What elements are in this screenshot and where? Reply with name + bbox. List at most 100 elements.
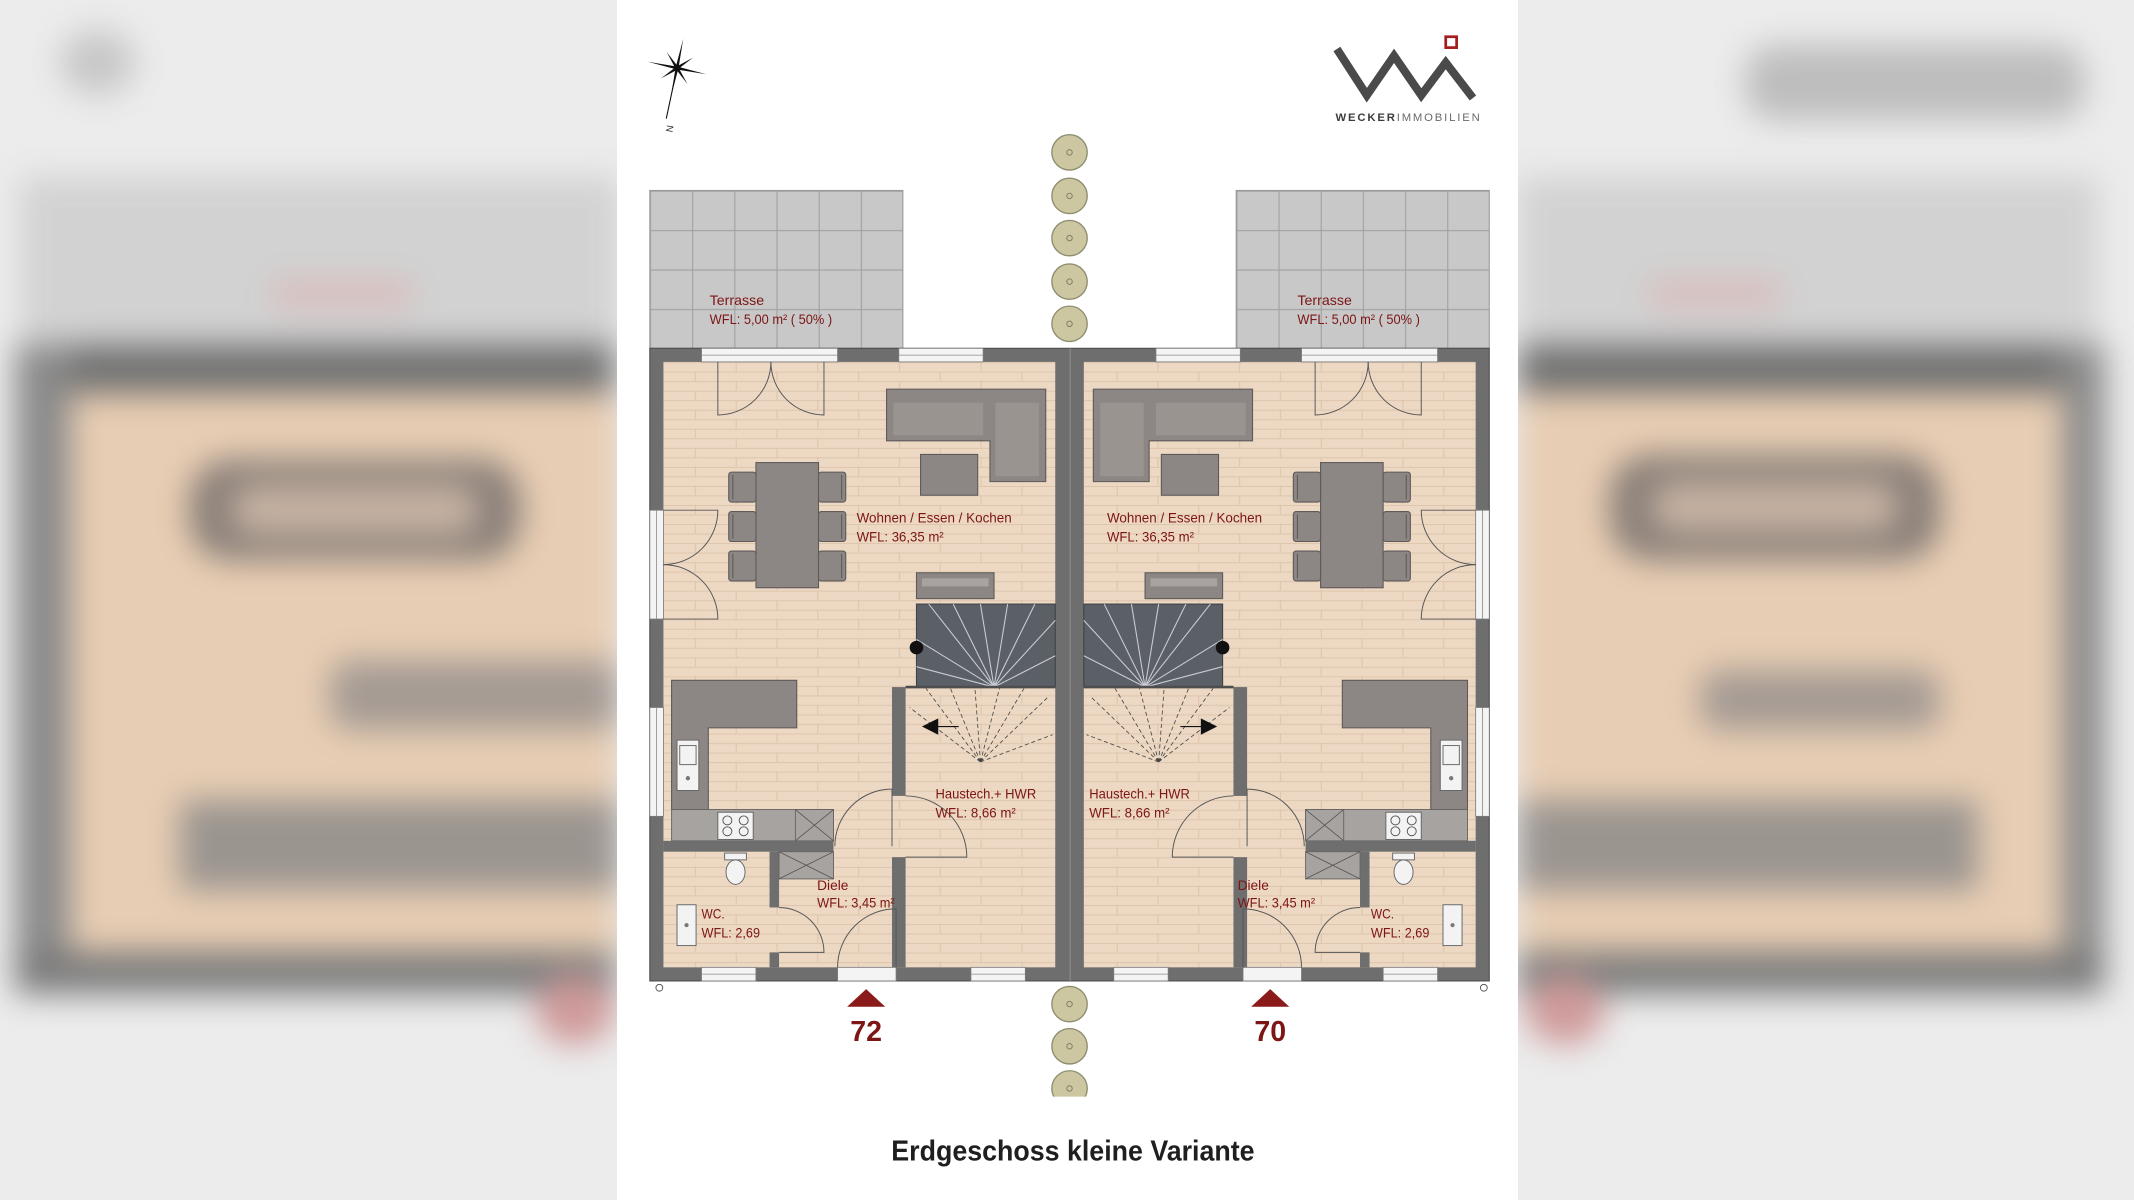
living-room-name: Wohnen / Essen / Kochen — [1107, 510, 1262, 525]
entrance-door-leaf — [837, 908, 897, 968]
wc-name: WC. — [1371, 906, 1394, 921]
backdrop-blob — [20, 177, 620, 347]
chair — [728, 550, 757, 582]
backdrop-blob — [230, 485, 480, 535]
chair — [817, 511, 847, 543]
wc-washbasin-tap — [684, 923, 689, 928]
terrace-right — [1235, 189, 1490, 349]
kitchen-sink-basin — [679, 745, 697, 766]
interior-wall — [891, 857, 906, 968]
hall-area: WFL: 3,45 m² — [817, 895, 895, 910]
terrace-left — [649, 189, 904, 349]
stair-start-dot — [909, 640, 924, 655]
backdrop-blob — [1745, 45, 2085, 120]
backdrop-blob — [1518, 952, 2103, 994]
terrace-area: WFL: 5,00 m² ( 50% ) — [710, 312, 832, 327]
sofa-seat — [893, 402, 984, 436]
house-number: 72 — [850, 1016, 882, 1048]
unit-right-geometry — [1082, 346, 1491, 983]
tree — [1051, 1070, 1088, 1097]
tree — [1051, 177, 1088, 215]
wc-area: WFL: 2,69 — [1371, 925, 1430, 940]
plan-caption: Erdgeschoss kleine Variante — [891, 1136, 1254, 1168]
tree-center — [1066, 149, 1073, 156]
tree-center — [1066, 192, 1073, 200]
compass-needle — [665, 67, 678, 119]
logo-word-bold: WECKER — [1336, 112, 1395, 124]
stair-tread-lines — [916, 603, 1056, 688]
window-glass-lines — [656, 354, 1026, 975]
logo-word-light: IMMOBILIEN — [1397, 112, 1480, 124]
logo-dot — [1444, 35, 1458, 49]
tree — [1051, 305, 1088, 343]
backdrop-blob — [330, 660, 620, 730]
dining-table — [755, 462, 820, 589]
entrance-marker-icon — [1251, 989, 1290, 1007]
compass-north-label: N — [664, 124, 676, 133]
hall-name: Diele — [1238, 878, 1269, 893]
coffee-table — [920, 453, 979, 496]
windows — [649, 347, 1026, 982]
backdrop-blob — [535, 975, 615, 1045]
backdrop-blob — [1518, 345, 2103, 393]
kitchen-faucet — [685, 776, 691, 781]
chair-backrests — [732, 474, 843, 579]
backdrop-blob — [1650, 280, 1780, 308]
corner-marker — [1479, 983, 1488, 992]
stove — [717, 811, 754, 840]
stair-upper-flight-dashed — [909, 688, 1053, 763]
utility-door-leaf — [905, 795, 968, 858]
tree-center — [1066, 234, 1073, 242]
hall-name: Diele — [817, 878, 848, 893]
tree-center — [1066, 278, 1073, 285]
entrance-marker-icon — [847, 989, 886, 1007]
unit-left-geometry — [649, 347, 1056, 982]
staircase-winder — [915, 603, 1056, 688]
backdrop-blob — [1525, 975, 1605, 1045]
stove-burner — [738, 815, 749, 826]
hall-area: WFL: 3,45 m² — [1238, 895, 1316, 910]
interior-wall — [891, 687, 906, 796]
backdrop-blob — [15, 345, 70, 985]
tree-center — [1066, 320, 1073, 328]
terrace-door-leaf — [717, 361, 772, 416]
sideboard-top — [921, 578, 989, 587]
terrace-door-leaf — [770, 361, 825, 416]
living-room-area: WFL: 36,35 m² — [1107, 529, 1195, 544]
hedge-row-bottom — [1051, 985, 1088, 1097]
backdrop-blob — [1518, 800, 1978, 890]
side-door-leaf — [663, 509, 719, 566]
backdrop-blob — [180, 800, 620, 890]
utility-room-name: Haustech.+ HWR — [1089, 787, 1190, 802]
terrace-area: WFL: 5,00 m² ( 50% ) — [1297, 312, 1419, 327]
wc-area: WFL: 2,69 — [702, 925, 761, 940]
utility-room-name: Haustech.+ HWR — [936, 787, 1037, 802]
backdrop-blob — [15, 952, 615, 994]
backdrop-blob — [15, 345, 615, 393]
backdrop-blob — [1518, 177, 2098, 347]
terrace-name: Terrasse — [1297, 293, 1351, 308]
backdrop-blob — [60, 30, 135, 95]
tree — [1051, 263, 1088, 300]
tree-center — [1066, 1085, 1073, 1092]
chair — [728, 471, 757, 503]
logo-mark — [1333, 46, 1477, 103]
hedge-row-top — [1051, 134, 1088, 343]
tree — [1051, 1027, 1088, 1065]
hall-door-leaf — [834, 788, 893, 847]
stair-direction-arrow — [921, 718, 939, 735]
backdrop-blob — [1650, 482, 1900, 532]
sofa-seat — [995, 402, 1039, 477]
tree-center — [1066, 1043, 1073, 1050]
chair — [728, 511, 757, 543]
interior-wall — [769, 952, 780, 968]
entrance-threshold — [837, 966, 897, 982]
living-room-area: WFL: 36,35 m² — [857, 529, 945, 544]
toilet-tank — [724, 852, 747, 861]
compass-rose-icon — [647, 38, 707, 119]
